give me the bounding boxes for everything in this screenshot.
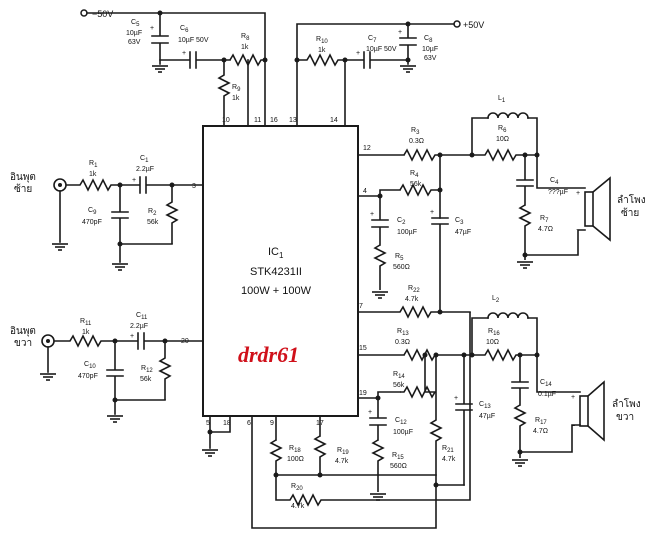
svg-text:+: + <box>130 333 134 340</box>
svg-text:9: 9 <box>270 420 274 427</box>
ic-ref: IC1 <box>268 246 284 260</box>
svg-text:18: 18 <box>223 420 231 427</box>
svg-text:10: 10 <box>222 117 230 124</box>
svg-text:−: − <box>571 423 575 430</box>
svg-text:4: 4 <box>363 188 367 195</box>
svg-text:−: − <box>576 227 580 234</box>
svg-text:6: 6 <box>247 420 251 427</box>
ic-part: STK4231II <box>250 266 302 278</box>
l2-label: L2 <box>492 295 500 304</box>
svg-text:+: + <box>454 395 458 402</box>
svg-text:19: 19 <box>359 390 367 397</box>
svg-text:+: + <box>150 25 154 32</box>
svg-text:+: + <box>368 409 372 416</box>
input-right-label: อินพุตขวา <box>10 326 36 349</box>
svg-text:+: + <box>182 50 186 57</box>
svg-text:13: 13 <box>289 117 297 124</box>
speaker-right-label: ลำโพงขวา <box>612 397 641 423</box>
svg-text:11: 11 <box>254 117 261 124</box>
svg-text:+: + <box>356 50 360 57</box>
pos-rail-label: +50V <box>463 20 484 30</box>
ic-body <box>202 125 359 417</box>
watermark: drdr61 <box>238 342 299 367</box>
c4-label: C4???µF <box>548 177 568 196</box>
speaker-right-icon <box>579 395 589 427</box>
input-left-label: อินพุตซ้าย <box>10 172 36 195</box>
svg-text:+: + <box>576 190 580 197</box>
svg-text:+: + <box>398 29 402 36</box>
speaker-left-label: ลำโพงซ้าย <box>617 193 646 219</box>
svg-text:+: + <box>430 209 434 216</box>
svg-text:+: + <box>571 394 575 401</box>
svg-text:16: 16 <box>270 117 278 124</box>
svg-text:3: 3 <box>192 183 196 190</box>
svg-text:15: 15 <box>359 345 367 352</box>
svg-text:+: + <box>370 211 374 218</box>
neg-rail-terminal <box>80 9 88 17</box>
l1-label: L1 <box>498 95 506 104</box>
svg-text:7: 7 <box>359 303 363 310</box>
neg-rail-label: −50V <box>92 9 113 19</box>
svg-text:+: + <box>132 177 136 184</box>
svg-text:5: 5 <box>206 420 210 427</box>
ic-power: 100W + 100W <box>241 285 312 297</box>
speaker-left-icon <box>584 191 594 227</box>
svg-text:12: 12 <box>363 145 371 152</box>
pos-rail-terminal <box>453 20 461 28</box>
svg-text:14: 14 <box>330 117 338 124</box>
